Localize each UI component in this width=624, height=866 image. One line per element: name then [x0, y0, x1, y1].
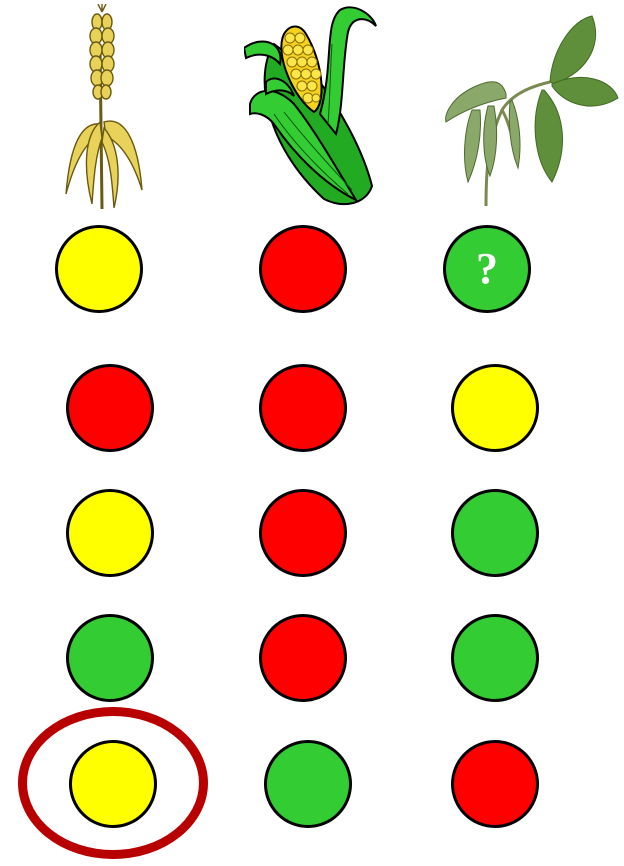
status-dot-green [66, 614, 154, 702]
status-dot-red [259, 614, 347, 702]
status-dot-green: ? [443, 225, 531, 313]
status-dot-red [66, 364, 154, 452]
status-dot-green [451, 489, 539, 577]
status-dot-green [451, 614, 539, 702]
status-dot-red [259, 225, 347, 313]
status-dot-red [259, 364, 347, 452]
status-dot-red [259, 489, 347, 577]
status-dot-green [264, 740, 352, 828]
status-dot-yellow [66, 489, 154, 577]
soybean-plant-icon [442, 10, 622, 206]
corn-cob-icon [244, 4, 380, 210]
question-mark: ? [476, 247, 498, 291]
status-dot-yellow [69, 740, 157, 828]
status-dot-red [451, 740, 539, 828]
status-dot-yellow [55, 225, 143, 313]
wheat-plant-icon [52, 4, 152, 214]
status-dot-yellow [451, 364, 539, 452]
